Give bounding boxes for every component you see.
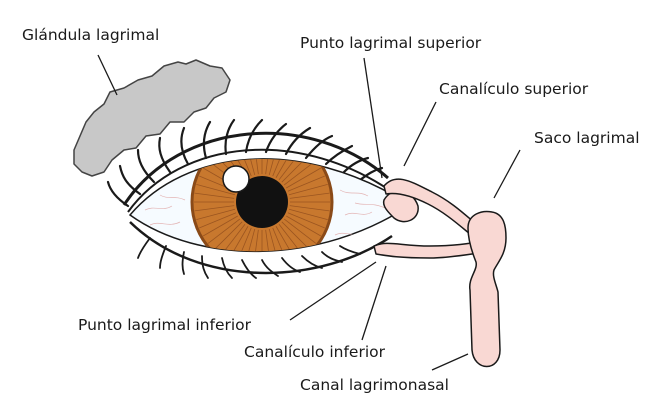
label-upper-canaliculus: Canalículo superior xyxy=(439,82,588,98)
label-lacrimal-sac: Saco lagrimal xyxy=(534,131,640,147)
label-upper-punctum: Punto lagrimal superior xyxy=(300,36,481,52)
eye-highlight xyxy=(223,166,249,192)
lacrimal-sac-and-duct xyxy=(468,212,506,367)
label-lower-punctum: Punto lagrimal inferior xyxy=(78,318,251,334)
label-lower-canaliculus: Canalículo inferior xyxy=(244,345,385,361)
label-lacrimal-gland: Glándula lagrimal xyxy=(22,28,159,44)
label-nasolacrimal-duct: Canal lagrimonasal xyxy=(300,378,449,394)
